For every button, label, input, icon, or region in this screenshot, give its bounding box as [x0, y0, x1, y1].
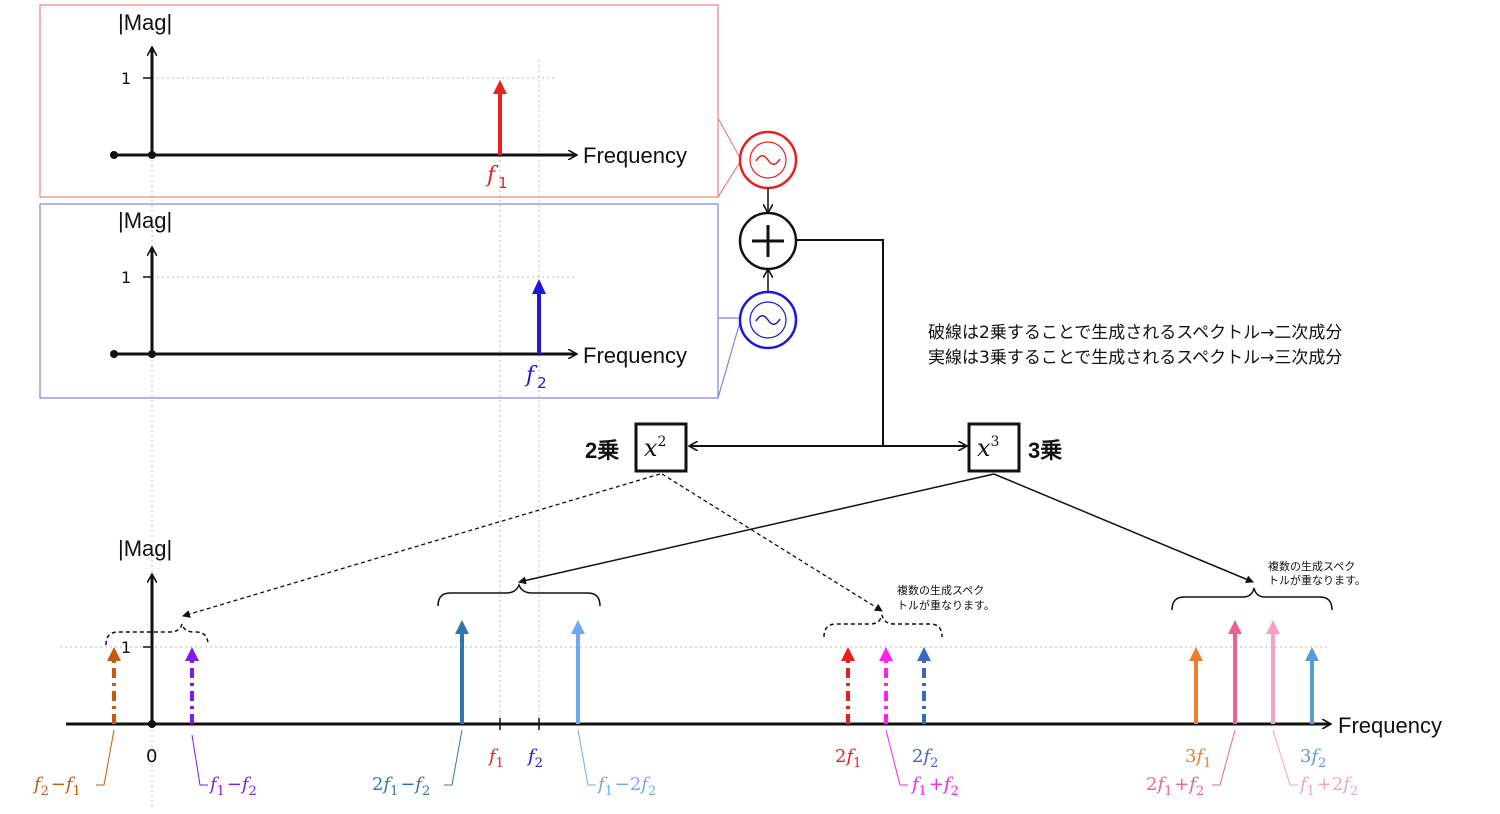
overlap-note-a-2: トルが重なります。	[897, 598, 995, 612]
label-three_f2: 3f2	[1300, 746, 1328, 771]
spike-two_f1_minus_f2	[455, 620, 469, 724]
spectral-components	[107, 620, 1319, 730]
braces	[105, 582, 1333, 646]
mid-ylabel: |Mag|	[118, 208, 172, 233]
bottom-spectrum-axes: |Mag| 1 0 Frequency	[60, 536, 1442, 767]
top-xlabel: Frequency	[583, 143, 687, 168]
component-labels: f2 −f1 f1 −f2 2f1 −f2 f1 f2 f1 −2f2 2f1 …	[32, 729, 1360, 799]
guide-lines	[151, 60, 540, 810]
label-two_f1_minus_f2: 2f1 −f2	[372, 774, 432, 799]
leader-two_f1_minus_f2	[444, 729, 463, 786]
bottom-xlabel: Frequency	[1338, 713, 1442, 738]
spike-f2_minus_f1	[107, 647, 121, 724]
overlap-note-b-2: トルが重なります。	[1268, 573, 1366, 587]
label-f1_plus_two_f2: f1 +2f2	[1298, 774, 1360, 799]
leader-f1_plus_two_f2	[1272, 729, 1298, 786]
label-f1: f1	[487, 746, 506, 771]
note-line-2: 実線は3乗することで生成されるスペクトル→三次成分	[928, 348, 1342, 368]
square-label: 2乗	[585, 438, 619, 463]
oscillator-f2-icon	[738, 290, 798, 350]
leader-f1_minus_f2	[191, 734, 208, 786]
bottom-zero: 0	[146, 746, 157, 767]
svg-text:x3: x3	[977, 434, 999, 462]
label-three_f1: 3f1	[1185, 746, 1213, 771]
spike-f1_minus_f2	[185, 647, 199, 724]
spike-two_f1_plus_f2	[1228, 620, 1242, 724]
leader-f1_minus_two_f2	[577, 729, 596, 786]
leader-two_f1_plus_f2	[1212, 729, 1236, 786]
top-tick: 1	[121, 69, 131, 88]
spike-three_f2	[1305, 647, 1319, 724]
spike-f1_plus_two_f2	[1266, 620, 1280, 724]
mid-xlabel: Frequency	[583, 343, 687, 368]
oscillator-f1-icon	[738, 130, 798, 190]
label-f2: f2	[526, 746, 545, 771]
label-f1_minus_f2: f1 −f2	[208, 774, 259, 799]
adder-icon	[738, 211, 798, 271]
svg-text:x2: x2	[644, 434, 666, 462]
leader-f1_plus_f2	[885, 729, 908, 786]
bottom-ylabel: |Mag|	[118, 536, 172, 561]
square-block: x2 2乗	[585, 422, 688, 473]
spike-two_f1	[841, 647, 855, 724]
spike-two_f2	[917, 647, 931, 724]
top-ylabel: |Mag|	[118, 10, 172, 35]
label-two_f2: 2f2	[912, 746, 940, 771]
spike-three_f1	[1189, 647, 1203, 724]
spike-f1_plus_f2	[879, 647, 893, 724]
note-line-1: 破線は2乗することで生成されるスペクトル→二次成分	[928, 323, 1342, 343]
overlap-note-b-1: 複数の生成スペク	[1268, 559, 1355, 573]
signal-chain	[690, 130, 966, 446]
cube-block: x3 3乗	[967, 422, 1062, 473]
label-f1_plus_f2: f1 +f2	[910, 774, 961, 799]
label-two_f1: 2f1	[835, 746, 863, 771]
mid-tick: 1	[121, 268, 131, 287]
leader-f2_minus_f1	[96, 729, 115, 786]
label-two_f1_plus_f2: 2f1 +f2	[1146, 774, 1206, 799]
bottom-tick: 1	[121, 638, 131, 657]
block-connectors	[182, 473, 1254, 618]
spike-f1_minus_two_f2	[571, 620, 585, 724]
overlap-note-a-1: 複数の生成スペク	[897, 583, 984, 597]
label-f1_minus_two_f2: f1 −2f2	[596, 774, 658, 799]
cube-label: 3乗	[1028, 438, 1062, 463]
label-f2_minus_f1: f2 −f1	[32, 774, 83, 799]
